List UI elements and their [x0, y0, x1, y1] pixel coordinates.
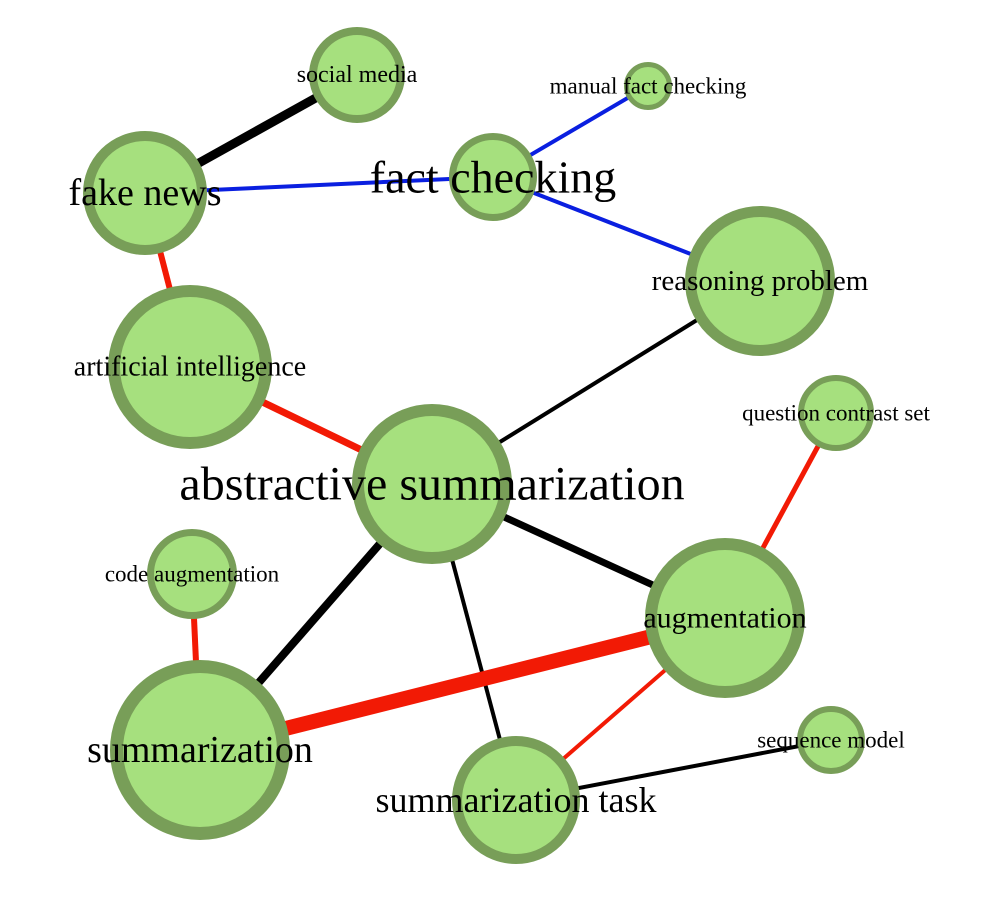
node-label-code-augmentation: code augmentation — [105, 562, 280, 587]
node-fake-news[interactable] — [83, 131, 207, 255]
node-sequence-model[interactable] — [797, 706, 865, 774]
edge-summarization-augmentation — [198, 610, 727, 758]
node-question-contrast-set[interactable] — [798, 375, 874, 451]
node-label-sequence-model: sequence model — [757, 728, 905, 753]
node-label-summarization-task: summarization task — [376, 780, 657, 820]
node-label-fake-news: fake news — [69, 172, 222, 214]
node-reasoning-problem[interactable] — [685, 206, 835, 356]
node-abstractive-summarization[interactable] — [352, 404, 512, 564]
node-label-abstractive-summarization: abstractive summarization — [179, 458, 684, 511]
node-label-artificial-intelligence: artificial intelligence — [74, 352, 306, 383]
node-label-reasoning-problem: reasoning problem — [652, 265, 869, 297]
node-artificial-intelligence[interactable] — [108, 285, 272, 449]
node-label-social-media: social media — [297, 62, 418, 88]
node-social-media[interactable] — [309, 27, 405, 123]
node-label-question-contrast-set: question contrast set — [742, 401, 930, 426]
node-manual-fact-checking[interactable] — [624, 62, 672, 110]
node-label-augmentation: augmentation — [643, 602, 806, 635]
node-code-augmentation[interactable] — [147, 529, 237, 619]
node-label-manual-fact-checking: manual fact checking — [550, 74, 747, 99]
node-fact-checking[interactable] — [449, 133, 537, 221]
nodes-layer — [83, 27, 874, 864]
node-summarization-task[interactable] — [452, 736, 580, 864]
labels-layer: social media manual fact checking fake new… — [69, 62, 931, 820]
node-label-fact-checking: fact checking — [370, 152, 616, 203]
node-summarization[interactable] — [110, 660, 290, 840]
node-label-summarization: summarization — [87, 729, 313, 771]
node-augmentation[interactable] — [645, 538, 805, 698]
